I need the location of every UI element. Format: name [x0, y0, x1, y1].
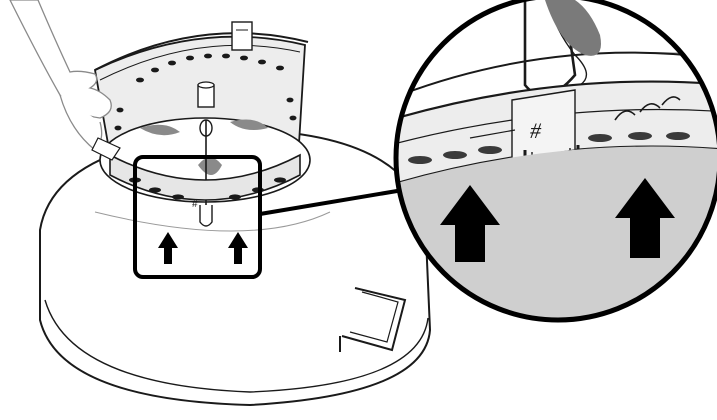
- detail-highlight-box: [133, 155, 262, 279]
- svg-text:#: #: [530, 118, 542, 143]
- hand-icon: [9, 0, 121, 161]
- svg-text:#: #: [192, 199, 198, 210]
- charcoal-ring: [93, 21, 311, 205]
- magnifier-callout: #: [393, 0, 717, 323]
- kettle-body: [39, 128, 432, 407]
- callout-connector: [259, 188, 404, 216]
- upward-arrow-icon: [440, 178, 675, 262]
- handle-bracket: [339, 287, 407, 352]
- ring-clip-small: #: [192, 199, 213, 227]
- upward-arrow-icon: [158, 232, 248, 264]
